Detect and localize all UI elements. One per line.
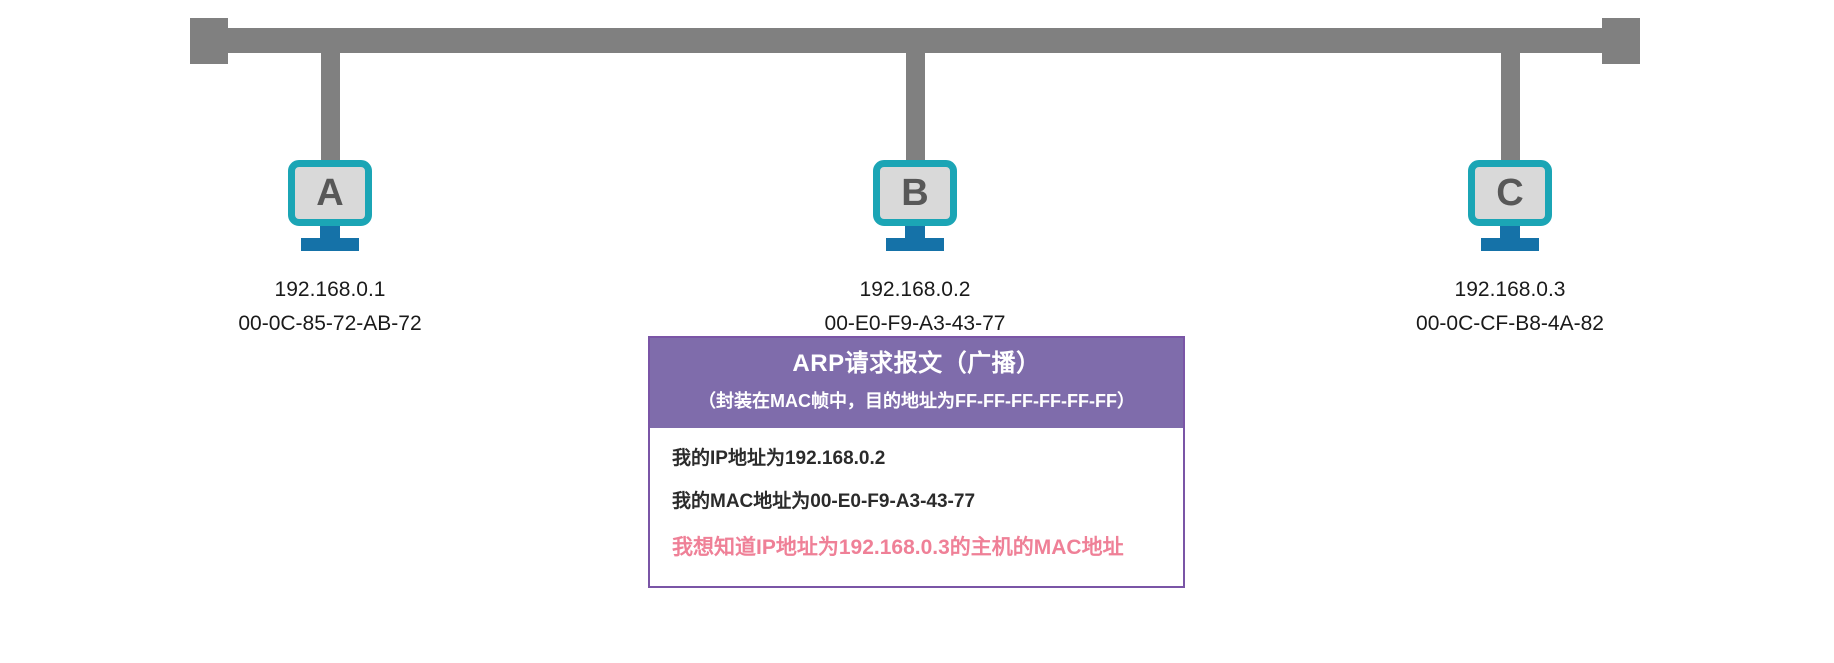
host-labels-b: 192.168.0.2 00-E0-F9-A3-43-77: [805, 273, 1025, 341]
monitor-label-c: C: [1496, 172, 1524, 214]
host-mac-c: 00-0C-CF-B8-4A-82: [1416, 312, 1604, 336]
arp-packet-title: ARP请求报文（广播）: [792, 350, 1041, 377]
host-node-b[interactable]: B 192.168.0.2 00-E0-F9-A3-43-77: [805, 160, 1025, 341]
arp-field-sender-mac: 我的MAC地址为00-E0-F9-A3-43-77: [672, 491, 976, 513]
monitor-icon-c: C: [1468, 160, 1552, 226]
host-mac-a: 00-0C-85-72-AB-72: [238, 312, 422, 336]
bus-terminator-left: [190, 18, 228, 64]
bus-terminator-right: [1602, 18, 1640, 64]
host-mac-b: 00-E0-F9-A3-43-77: [824, 312, 1006, 336]
host-node-c[interactable]: C 192.168.0.3 00-0C-CF-B8-4A-82: [1400, 160, 1620, 341]
bus-network: A 192.168.0.1 00-0C-85-72-AB-72 B 192.16…: [0, 0, 1834, 335]
monitor-stand-neck-c: [1500, 226, 1520, 238]
monitor-stand-base-c: [1481, 238, 1539, 251]
arp-field-target-query: 我想知道IP地址为192.168.0.3的主机的MAC地址: [672, 536, 1124, 560]
drop-cable-host-a: [321, 48, 340, 160]
monitor-stand-base-b: [886, 238, 944, 251]
host-labels-a: 192.168.0.1 00-0C-85-72-AB-72: [220, 273, 440, 341]
host-node-a[interactable]: A 192.168.0.1 00-0C-85-72-AB-72: [220, 160, 440, 341]
monitor-stand-neck-b: [905, 226, 925, 238]
drop-cable-host-c: [1501, 48, 1520, 160]
arp-packet-header: ARP请求报文（广播） （封装在MAC帧中，目的地址为FF-FF-FF-FF-F…: [650, 338, 1183, 428]
host-ip-c: 192.168.0.3: [1454, 278, 1566, 301]
arp-packet-body: 我的IP地址为192.168.0.2 我的MAC地址为00-E0-F9-A3-4…: [650, 427, 1183, 587]
host-ip-b: 192.168.0.2: [859, 278, 971, 301]
drop-cable-host-b: [906, 48, 925, 160]
monitor-stand-base-a: [301, 238, 359, 251]
monitor-label-b: B: [901, 172, 929, 214]
arp-packet-subtitle: （封装在MAC帧中，目的地址为FF-FF-FF-FF-FF-FF）: [698, 391, 1135, 412]
monitor-icon-a: A: [288, 160, 372, 226]
host-ip-a: 192.168.0.1: [274, 278, 386, 301]
monitor-stand-neck-a: [320, 226, 340, 238]
monitor-label-a: A: [316, 172, 344, 214]
arp-field-sender-ip: 我的IP地址为192.168.0.2: [672, 447, 886, 469]
monitor-icon-b: B: [873, 160, 957, 226]
arp-request-packet-panel: ARP请求报文（广播） （封装在MAC帧中，目的地址为FF-FF-FF-FF-F…: [648, 336, 1185, 589]
host-labels-c: 192.168.0.3 00-0C-CF-B8-4A-82: [1400, 273, 1620, 341]
